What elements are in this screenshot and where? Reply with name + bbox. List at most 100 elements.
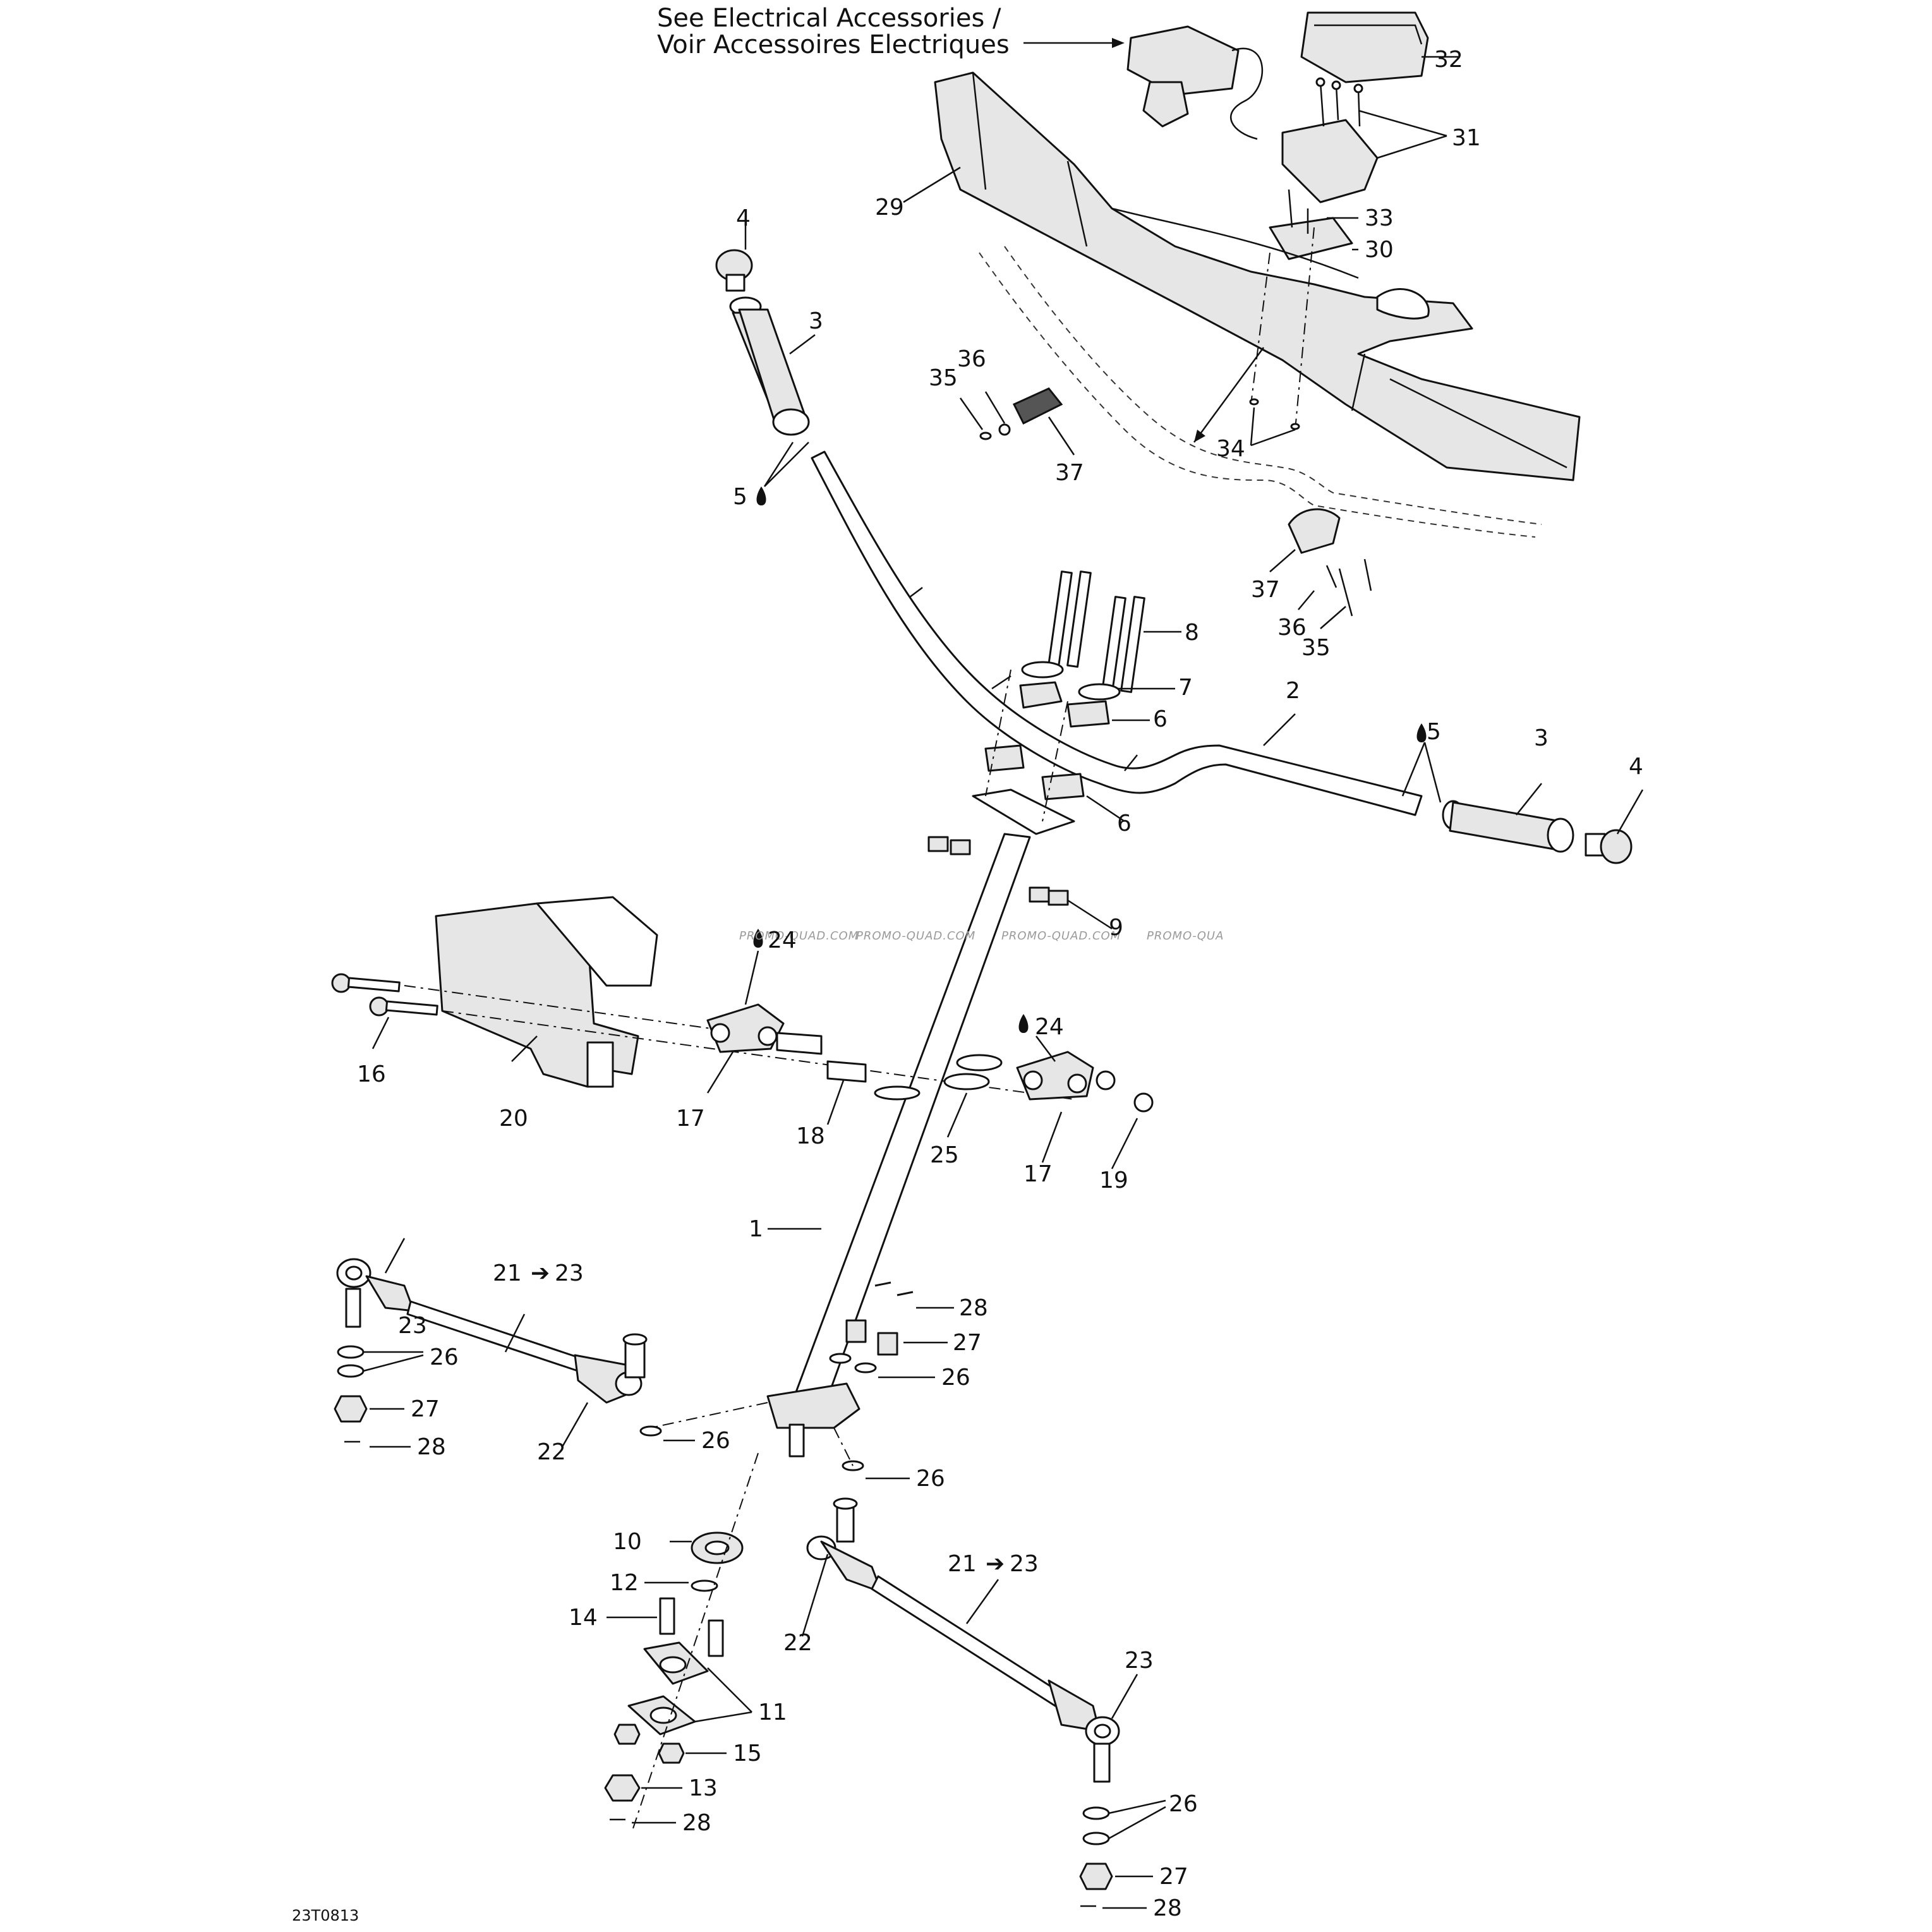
part-25-washer: [874, 1085, 921, 1101]
callout-28-left: 28: [417, 1434, 446, 1460]
callout-3-right: 3: [1534, 725, 1549, 751]
callout-6-lower: 6: [1117, 811, 1132, 836]
callout-32: 32: [1434, 47, 1463, 73]
callout-13: 13: [689, 1775, 718, 1801]
part-13-nut: [604, 1774, 641, 1802]
part-21-right-tie-rod: [871, 1575, 1063, 1707]
callout-21-left-target: 23: [555, 1260, 584, 1286]
part-26-washer: [337, 1345, 365, 1359]
callout-26-left-inner: 26: [701, 1428, 730, 1454]
callout-20: 20: [499, 1106, 528, 1132]
callout-33: 33: [1365, 205, 1394, 231]
callout-21-right: 21: [948, 1551, 977, 1577]
part-27-nut: [845, 1319, 867, 1343]
callout-26-left-outer: 26: [430, 1344, 459, 1370]
part-26-washer: [829, 1353, 852, 1364]
grease-drop-icon: [1416, 723, 1427, 742]
callout-5-left: 5: [733, 484, 747, 510]
part-18-spacer: [776, 1032, 823, 1055]
callout-27-left: 27: [411, 1396, 440, 1422]
part-29-handlebar-pod: [934, 71, 1581, 481]
electrical-accessory-gauge: [1126, 25, 1264, 140]
watermark-text: PROMO-QUAD.COM: [739, 929, 859, 943]
part-9-nut: [1029, 886, 1050, 903]
callout-19: 19: [1099, 1168, 1128, 1193]
callout-10: 10: [613, 1529, 642, 1555]
callout-15: 15: [733, 1741, 762, 1766]
part-18-spacer: [826, 1060, 867, 1083]
part-26-washer: [1082, 1832, 1110, 1845]
callout-37-upper: 37: [1055, 460, 1084, 486]
header-arrowhead: [1112, 38, 1125, 48]
callout-16: 16: [357, 1061, 386, 1087]
callout-36-upper: 36: [957, 346, 986, 372]
diagram-code: 23T0813: [292, 1907, 359, 1924]
part-28-cotter-pin: [897, 1291, 914, 1296]
part-37-switch-upper: [979, 387, 1063, 440]
callout-21-left: 21: [493, 1260, 522, 1286]
part-30-base: [1269, 189, 1353, 260]
callout-23-left-outer: 23: [398, 1313, 427, 1339]
callout-29: 29: [875, 195, 904, 220]
callout-26-right-outer: 26: [1169, 1791, 1198, 1817]
part-16-bolts: [331, 973, 438, 1017]
callout-17-left: 17: [676, 1106, 705, 1132]
steering-column-top-plate: [972, 788, 1075, 835]
callout-24-left: 24: [768, 927, 797, 953]
part-15-nut: [613, 1724, 641, 1745]
watermark-text: PROMO-QUAD.COM: [856, 929, 975, 943]
callout-36-lower: 36: [1277, 615, 1307, 641]
grease-drop-icon: [753, 929, 763, 948]
part-37-clamp-lower: [1288, 508, 1372, 617]
callout-30: 30: [1365, 237, 1394, 263]
part-32-cover: [1300, 11, 1429, 83]
callout-21-left-arrow: ➔: [531, 1260, 550, 1286]
callout-12: 12: [610, 1570, 639, 1596]
callout-8: 8: [1185, 620, 1199, 646]
part-14-bolts: [659, 1597, 724, 1657]
part-26-washer: [854, 1362, 877, 1374]
callout-21-right-target: 23: [1010, 1551, 1039, 1577]
part-26-washer: [337, 1364, 365, 1378]
callout-22-right: 22: [783, 1630, 812, 1656]
electrical-accessories-note-line1: See Electrical Accessories /: [657, 4, 1001, 33]
part-26-washer: [639, 1425, 662, 1437]
callout-35-upper: 35: [929, 365, 958, 391]
part-22-right-inner-tie-rod-end: [806, 1497, 883, 1593]
part-8-bolts: [1048, 571, 1145, 693]
part-6-clamp-upper: [1019, 681, 1063, 709]
part-12-washer: [691, 1579, 718, 1592]
callout-26-right-inner: 26: [916, 1466, 945, 1492]
callout-27-column: 27: [953, 1330, 982, 1356]
callout-2: 2: [1286, 678, 1300, 704]
callout-4-left: 4: [736, 205, 751, 231]
part-4-right-endcap: [1585, 829, 1633, 864]
part-7-washer: [1021, 661, 1064, 679]
part-9-nut: [927, 836, 949, 852]
callout-22-left: 22: [537, 1439, 566, 1465]
callout-5-right: 5: [1427, 719, 1441, 745]
part-10-bearing: [691, 1531, 744, 1564]
part-27-nut: [877, 1332, 898, 1356]
callout-31: 31: [1452, 125, 1481, 151]
callout-28-column: 28: [959, 1295, 988, 1321]
callout-7: 7: [1178, 675, 1193, 701]
callout-34: 34: [1216, 436, 1245, 462]
callout-3-left: 3: [809, 308, 823, 334]
part-17-bracket-right: [1016, 1051, 1094, 1101]
part-26-washer: [1082, 1806, 1110, 1820]
callout-14: 14: [569, 1605, 598, 1631]
watermark-text: PROMO-QUA: [1147, 929, 1224, 943]
part-19-cap: [1133, 1092, 1154, 1113]
callout-35-lower: 35: [1301, 635, 1331, 661]
callout-6-upper: 6: [1153, 706, 1168, 732]
callout-25: 25: [930, 1142, 959, 1168]
part-23-right-outer-tie-rod-end: [1048, 1679, 1120, 1783]
callout-28-right: 28: [1153, 1895, 1182, 1921]
part-3-left-grip: [729, 296, 810, 436]
part-7-washer: [1078, 683, 1121, 701]
callout-23-right-outer: 23: [1125, 1648, 1154, 1674]
part-6-clamp-upper: [1066, 700, 1110, 728]
